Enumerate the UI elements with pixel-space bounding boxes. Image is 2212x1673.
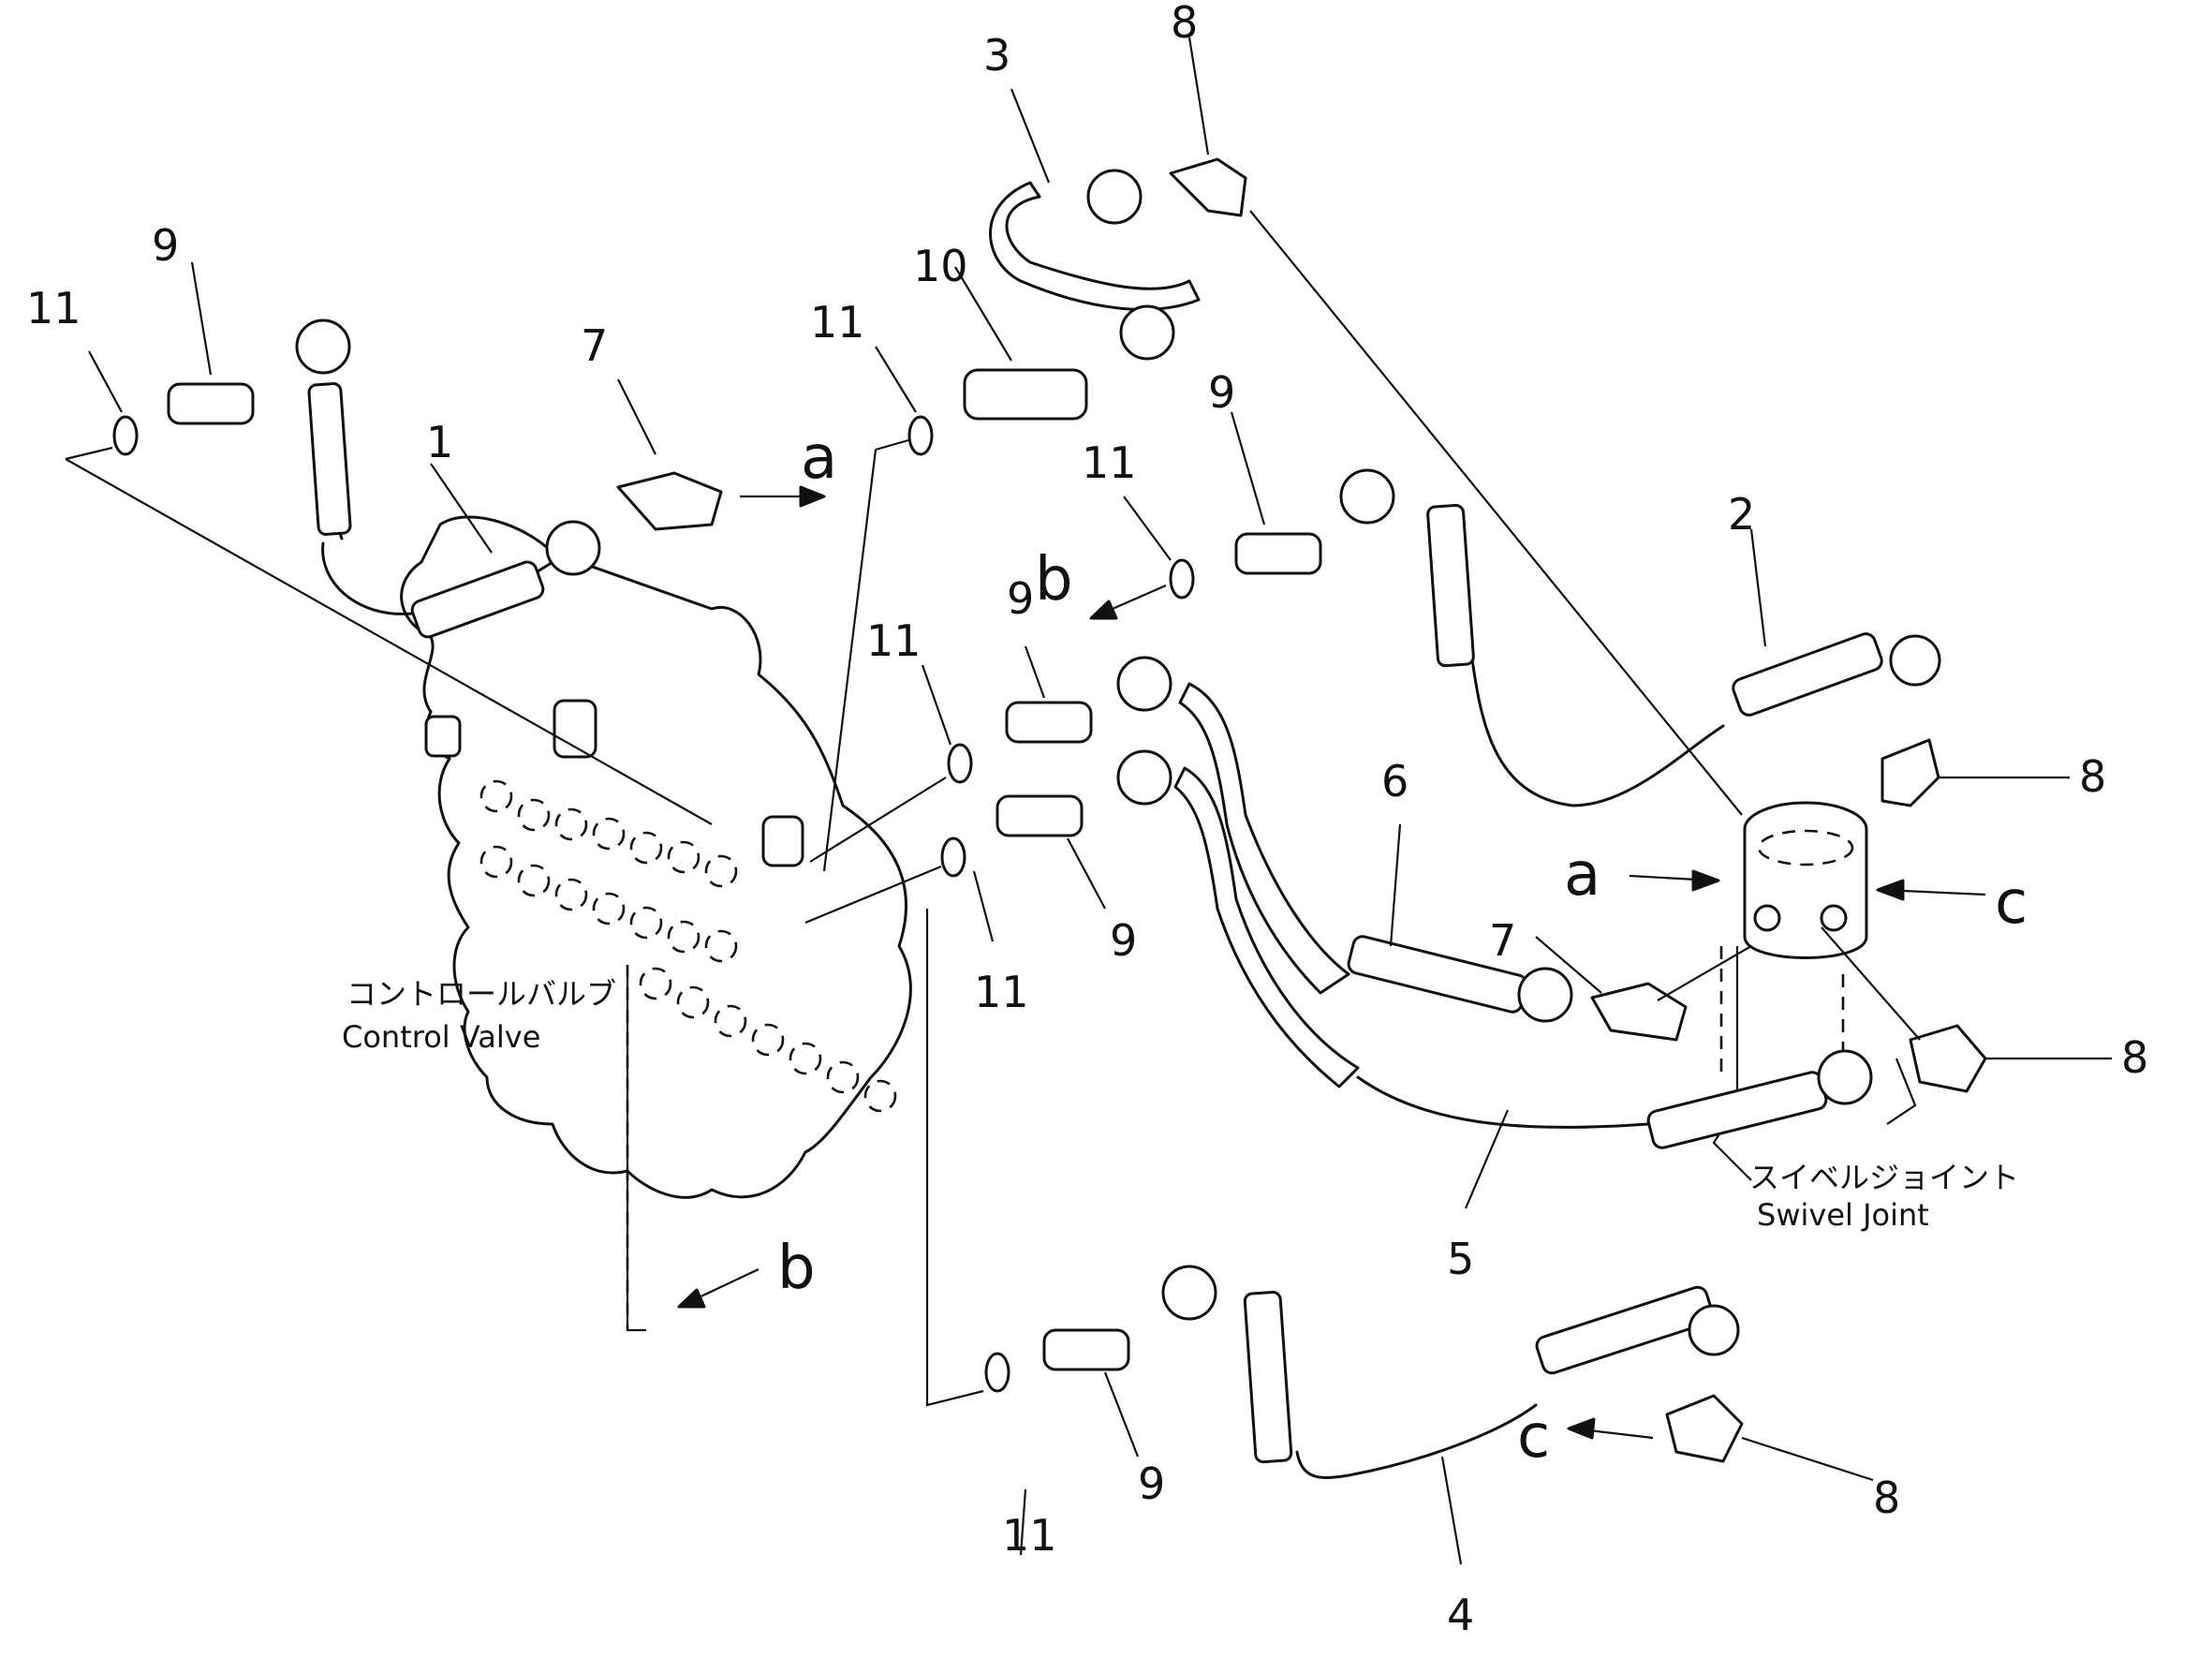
callout-9f: 9: [1138, 1458, 1165, 1509]
elbow-7a: [616, 471, 723, 531]
ref-a-1: a: [801, 423, 837, 493]
callout-9c: 9: [1007, 573, 1034, 624]
callout-9a: 9: [152, 220, 179, 271]
callout-7b: 7: [1489, 915, 1516, 966]
callout-5: 5: [1447, 1234, 1474, 1284]
callout-11a: 11: [26, 283, 81, 333]
callout-11d: 11: [866, 615, 922, 666]
control-valve-label-jp: コントロールバルブ: [347, 976, 616, 1012]
callout-8b: 8: [2079, 751, 2106, 802]
ref-b-1: b: [1035, 545, 1073, 614]
adapter-9d: [995, 794, 1084, 837]
hoses: [295, 169, 1941, 1479]
elbow-8b: [1880, 738, 1940, 807]
valve-top-fitting-1: [424, 715, 462, 758]
swivel-joint-label-jp: スイベルジョイント: [1749, 1160, 2019, 1195]
callout-7a: 7: [581, 320, 608, 371]
callout-11f: 11: [1002, 1510, 1057, 1561]
callout-9d: 9: [1110, 915, 1137, 966]
callout-1: 1: [426, 417, 453, 467]
callout-8c: 8: [2121, 1032, 2148, 1083]
elbow-8d: [1665, 1394, 1744, 1463]
ref-b-2: b: [777, 1234, 816, 1303]
adapter-9b: [1234, 532, 1322, 575]
callout-8d: 8: [1873, 1473, 1900, 1523]
o-ring-11d: [947, 743, 973, 784]
elbow-8a: [1169, 157, 1247, 217]
control-valve-label-en: Control Valve: [342, 1019, 540, 1055]
adapter-10: [963, 368, 1088, 421]
adapter-9f: [1042, 1328, 1130, 1371]
reference-letters: a b b a c c: [777, 423, 2028, 1472]
fittings: [112, 157, 1987, 1463]
callout-11b: 11: [810, 297, 865, 348]
callout-3: 3: [983, 30, 1010, 81]
o-ring-11a: [112, 415, 139, 456]
callout-11c: 11: [1082, 437, 1137, 488]
callout-10: 10: [913, 241, 968, 291]
callout-2: 2: [1728, 489, 1755, 540]
callout-4: 4: [1447, 1590, 1474, 1640]
valve-top-fitting-3: [761, 815, 804, 867]
ref-c-1: c: [1995, 868, 2028, 938]
callout-6: 6: [1381, 756, 1408, 807]
valve-ports: [479, 779, 897, 1113]
o-ring-11c: [1169, 558, 1195, 600]
o-ring-11e: [940, 836, 966, 878]
callout-8a: 8: [1171, 0, 1198, 48]
swivel-joint: スイベルジョイント Swivel Joint: [1712, 801, 2019, 1233]
adapter-9a: [167, 382, 255, 425]
valve-top-fitting-2: [553, 699, 597, 759]
connection-lines: [65, 37, 2112, 1565]
o-ring-11f: [984, 1352, 1010, 1393]
swivel-joint-label-en: Swivel Joint: [1757, 1197, 1929, 1233]
elbow-8c: [1909, 1024, 1987, 1093]
callout-numbers: 11 9 1 7 11 10 3 8 11 9 11 9 11 9 2 8 6 …: [26, 0, 2148, 1640]
callout-11e: 11: [974, 967, 1029, 1017]
control-valve: コントロールバルブ Control Valve: [342, 515, 912, 1199]
ref-a-2: a: [1564, 840, 1600, 910]
adapter-9c: [1005, 701, 1093, 744]
ref-c-2: c: [1517, 1402, 1550, 1472]
callout-9b: 9: [1208, 367, 1235, 418]
o-ring-11b: [907, 415, 934, 456]
